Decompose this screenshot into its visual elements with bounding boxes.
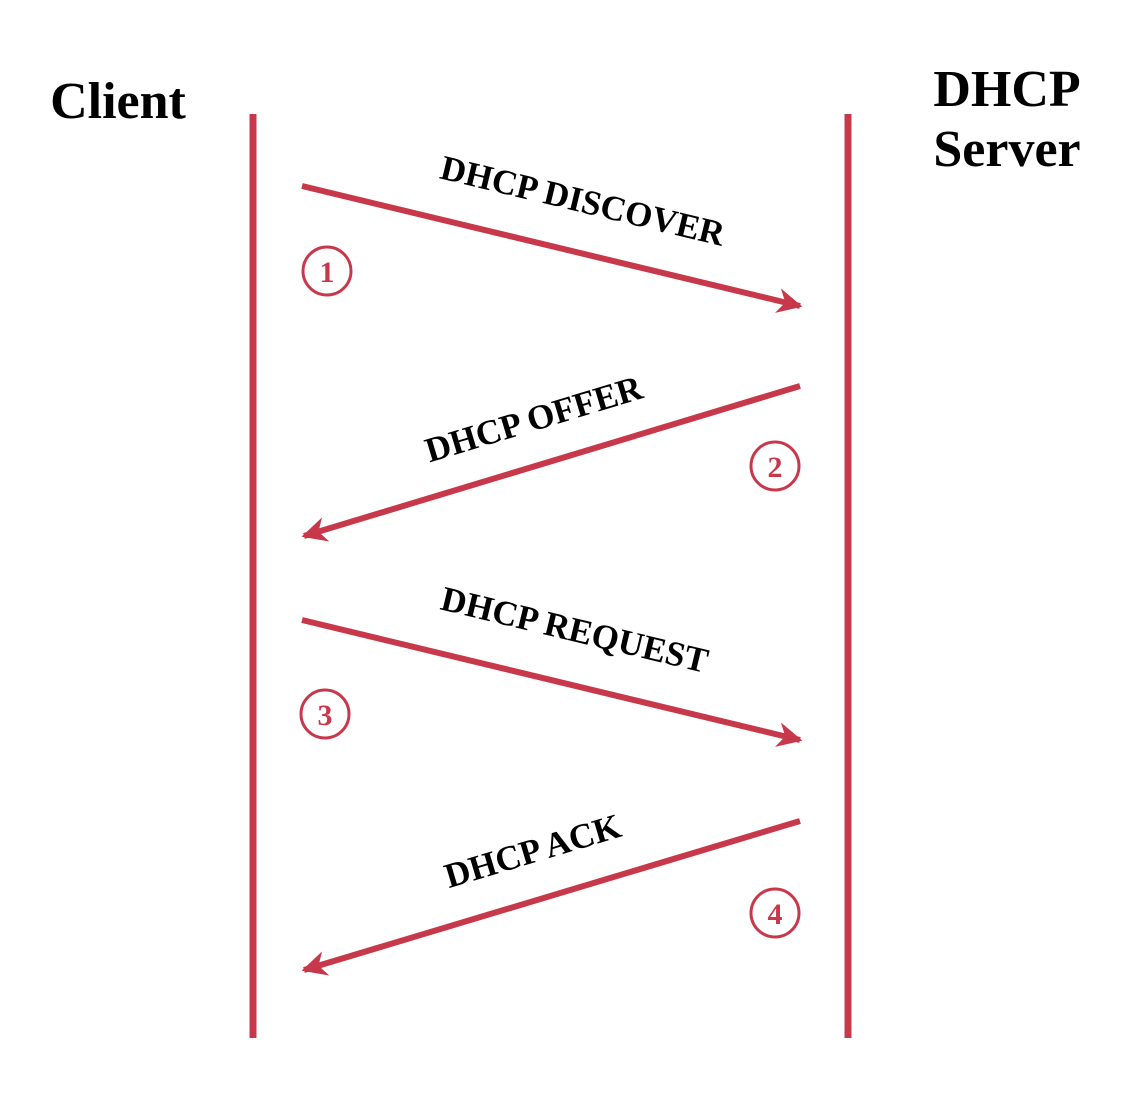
message-request: DHCP REQUEST 3 — [299, 579, 803, 747]
message-offer: DHCP OFFER 2 — [301, 368, 801, 542]
offer-arrow — [301, 383, 801, 542]
discover-label: DHCP DISCOVER — [437, 148, 730, 254]
server-label-line2: Server — [933, 121, 1080, 178]
step-3-number: 3 — [318, 699, 333, 732]
step-2-badge — [749, 440, 801, 492]
offer-label: DHCP OFFER — [421, 368, 648, 470]
step-4-badge — [749, 887, 801, 939]
client-label: Client — [50, 73, 186, 130]
step-4-number: 4 — [768, 898, 783, 931]
message-ack: DHCP ACK 4 — [301, 806, 801, 976]
request-arrow — [301, 617, 803, 747]
step-1-number: 1 — [320, 256, 335, 289]
server-label-line1: DHCP — [933, 61, 1080, 118]
step-3-badge — [299, 688, 351, 740]
step-2-number: 2 — [768, 451, 783, 484]
discover-arrow — [301, 183, 803, 313]
step-1-badge — [301, 245, 353, 297]
ack-arrow — [301, 818, 801, 976]
message-discover: DHCP DISCOVER 1 — [301, 148, 803, 313]
